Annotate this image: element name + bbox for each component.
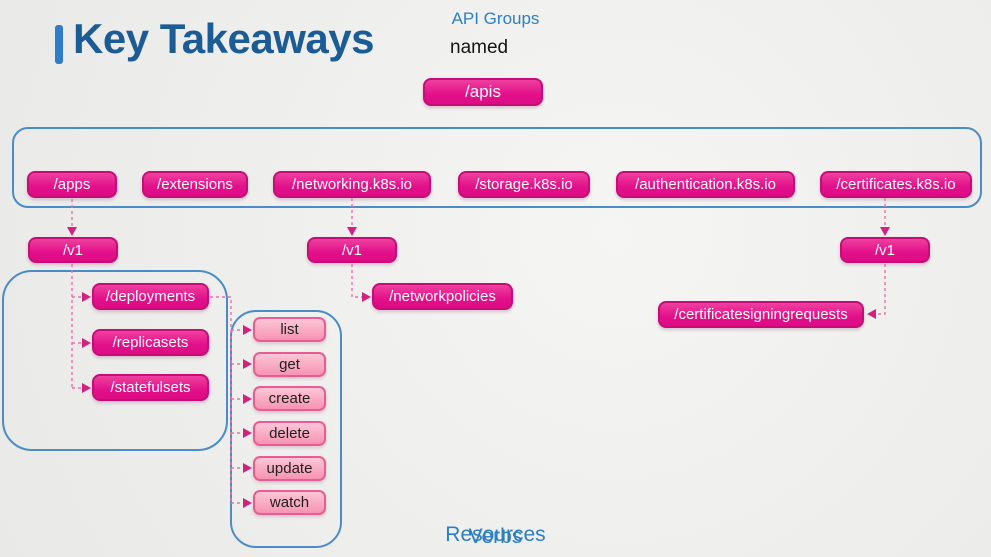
node-verb-update: update	[253, 456, 326, 481]
api-groups-container	[12, 127, 982, 208]
title-accent-bar	[55, 25, 63, 64]
verbs-label: Verbs	[468, 525, 523, 548]
node-verb-create: create	[253, 386, 326, 411]
node-certificates-k8s-io: /certificates.k8s.io	[820, 171, 972, 198]
node-networkpolicies: /networkpolicies	[372, 283, 513, 310]
node-authentication-k8s-io: /authentication.k8s.io	[616, 171, 795, 198]
node-verb-get: get	[253, 352, 326, 377]
node-v1-networking: /v1	[307, 237, 397, 263]
node-apps: /apps	[27, 171, 117, 198]
connector-v1-to-networkpolicies	[351, 264, 371, 302]
node-v1-certificates: /v1	[840, 237, 930, 263]
node-statefulsets: /statefulsets	[92, 374, 209, 401]
node-storage-k8s-io: /storage.k8s.io	[458, 171, 590, 198]
node-v1-apps: /v1	[28, 237, 118, 263]
node-verb-delete: delete	[253, 421, 326, 446]
node-networking-k8s-io: /networking.k8s.io	[273, 171, 431, 198]
node-replicasets: /replicasets	[92, 329, 209, 356]
node-apis: /apis	[423, 78, 543, 106]
node-verb-watch: watch	[253, 490, 326, 515]
connector-v1-to-certificatesigningrequests	[867, 264, 886, 319]
node-extensions: /extensions	[142, 171, 248, 198]
node-certificatesigningrequests: /certificatesigningrequests	[658, 301, 864, 328]
node-deployments: /deployments	[92, 283, 209, 310]
slide-title: Key Takeaways	[73, 15, 374, 62]
node-verb-list: list	[253, 317, 326, 342]
api-groups-label: API Groups	[451, 9, 540, 28]
named-annotation: named	[450, 37, 509, 58]
resources-label: Resources	[445, 523, 546, 546]
